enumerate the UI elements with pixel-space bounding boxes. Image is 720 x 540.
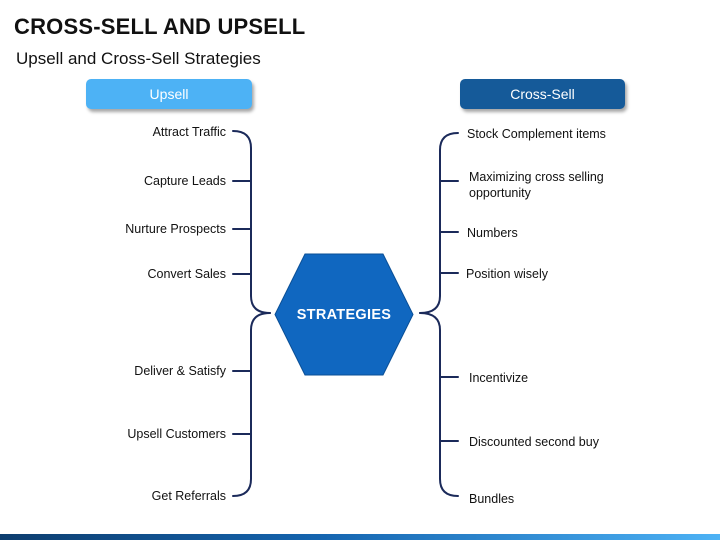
cross-sell-header: Cross-Sell [460, 79, 625, 109]
cross-sell-item-numbers: Numbers [467, 226, 518, 240]
upsell-item-convert-sales: Convert Sales [147, 267, 226, 281]
page-title: CROSS-SELL AND UPSELL [14, 14, 306, 39]
cross-sell-item-incentivize: Incentivize [469, 371, 529, 385]
right-lower-brace [419, 312, 459, 497]
left-upper-brace [232, 130, 271, 314]
upsell-item-get-referrals: Get Referrals [151, 489, 226, 503]
strategies-label-wrap: STRATEGIES [274, 253, 414, 376]
upsell-item-upsell-customers: Upsell Customers [127, 427, 226, 441]
upsell-item-deliver-satisfy: Deliver & Satisfy [134, 364, 226, 378]
cross-sell-item-bundles: Bundles [469, 492, 515, 506]
cross-sell-item-stock-complement: Stock Complement items [467, 127, 606, 141]
page-subtitle: Upsell and Cross-Sell Strategies [16, 49, 261, 68]
cross-sell-item-position-wisely: Position wisely [466, 267, 548, 281]
upsell-header: Upsell [86, 79, 252, 109]
right-upper-brace [419, 132, 459, 314]
upsell-header-label: Upsell [149, 86, 189, 102]
cross-sell-item-maximizing: Maximizing cross selling opportunity [469, 170, 604, 200]
upsell-item-attract-traffic: Attract Traffic [152, 125, 226, 139]
upsell-item-nurture-prospects: Nurture Prospects [125, 222, 226, 236]
upsell-item-capture-leads: Capture Leads [143, 174, 226, 188]
strategies-hexagon [274, 253, 414, 376]
footer-accent-bar [0, 534, 720, 540]
strategies-label: STRATEGIES [296, 306, 392, 323]
cross-sell-header-label: Cross-Sell [510, 86, 575, 102]
cross-sell-item-discounted: Discounted second buy [469, 435, 599, 449]
left-lower-brace [232, 312, 271, 497]
